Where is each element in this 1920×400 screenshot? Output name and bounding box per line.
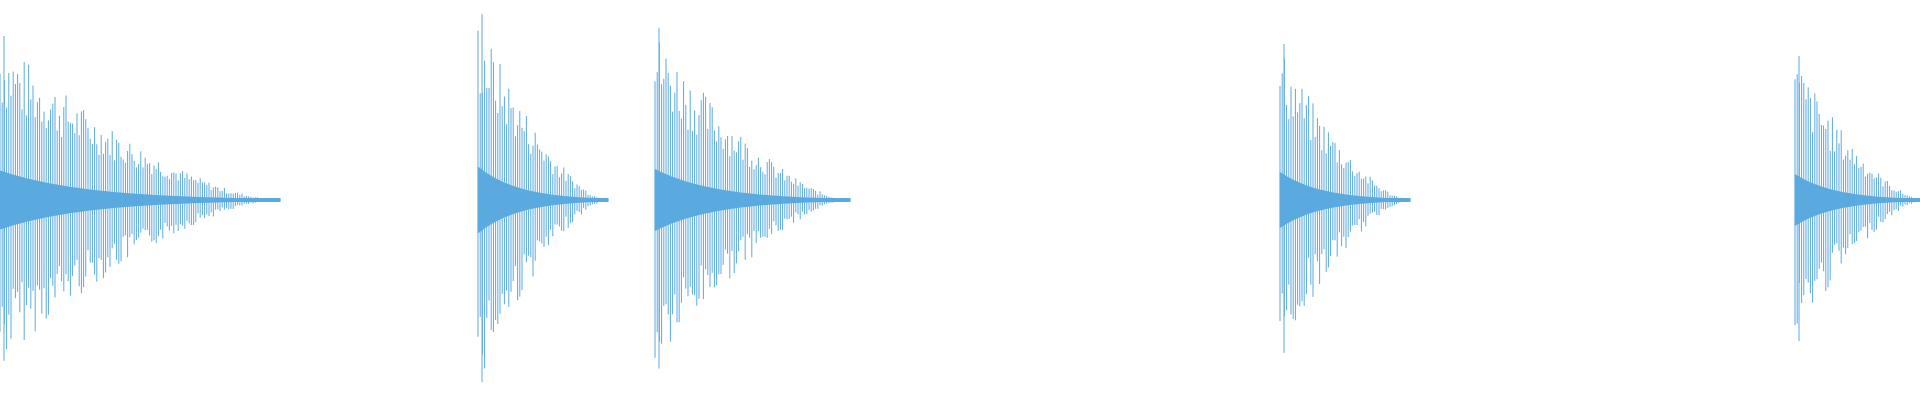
waveform-pulse-core <box>654 169 851 231</box>
waveform-pulse-5 <box>1794 56 1920 342</box>
waveform-pulse-2 <box>477 14 609 383</box>
waveform-pulse-1 <box>0 36 281 361</box>
waveform-pulse-oscillation <box>654 28 850 369</box>
waveform-pulse-oscillation <box>1794 56 1919 342</box>
waveform-pulses <box>0 14 1920 383</box>
waveform-pulse-oscillation <box>0 36 278 361</box>
waveform-pulse-oscillation <box>477 14 607 383</box>
waveform-pulse-3 <box>654 28 851 369</box>
waveform-pulse-4 <box>1279 44 1411 353</box>
waveform-pulse-core <box>1794 174 1920 226</box>
waveform-pulse-oscillation <box>1279 44 1409 353</box>
